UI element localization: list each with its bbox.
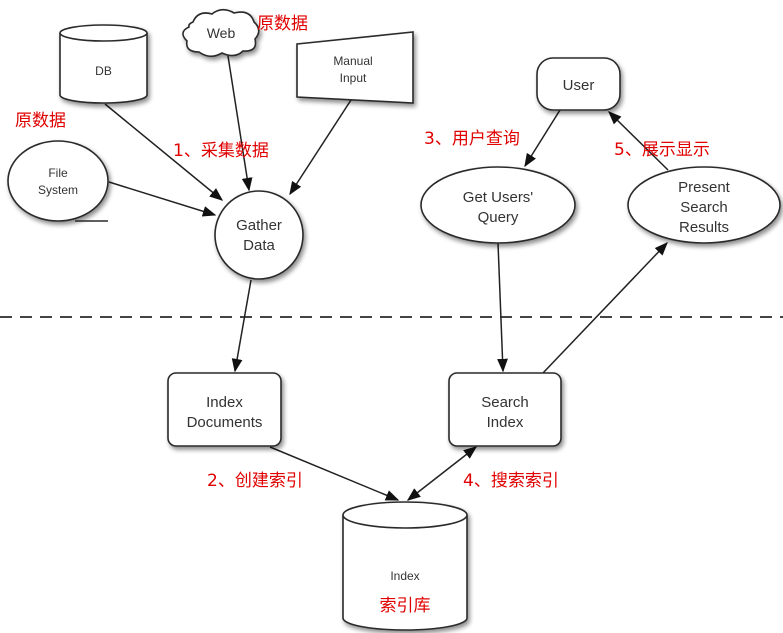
node-index-db-label: Index (390, 569, 419, 583)
edge-file-system-to-gather (108, 181, 217, 217)
node-index-db-sublabel: 索引库 (380, 596, 431, 616)
node-index-db (342, 501, 468, 631)
edge-query-to-search-index (497, 242, 508, 373)
annotation-step2: 2、创建索引 (207, 471, 303, 491)
node-present-results-line3: Results (679, 219, 729, 236)
annotation-raw-data-left: 原数据 (15, 111, 66, 131)
node-file-system-line2: System (38, 183, 78, 197)
edge-index-documents-to-index (269, 446, 400, 501)
node-present-results-line1: Present (678, 179, 731, 196)
node-db-label: DB (95, 64, 112, 78)
node-file-system (7, 140, 109, 222)
node-index-documents (167, 372, 282, 447)
edge-web-to-gather (227, 55, 253, 192)
node-manual-input (296, 31, 414, 104)
node-gather-data-line1: Gather (236, 217, 282, 234)
node-user (536, 57, 621, 111)
node-gather-data (214, 190, 304, 280)
edge-search-index-index-bidirectional (406, 446, 478, 501)
edge-search-index-to-present (542, 242, 668, 374)
annotation-step3: 3、用户查询 (424, 129, 520, 149)
node-gather-data-line2: Data (243, 237, 275, 254)
edges (104, 55, 669, 501)
node-search-index-line1: Search (481, 394, 529, 411)
node-user-label: User (563, 77, 595, 94)
edge-manual-to-gather (289, 99, 352, 196)
annotation-step5: 5、展示显示 (614, 140, 710, 160)
node-index-documents-line1: Index (206, 394, 243, 411)
node-present-results-line2: Search (680, 199, 728, 216)
edge-user-to-query (524, 109, 561, 168)
node-get-users-query (420, 166, 576, 244)
node-get-users-query-line1: Get Users' (463, 189, 534, 206)
node-web (182, 8, 260, 58)
node-manual-input-line2: Input (340, 71, 367, 85)
node-manual-input-line1: Manual (333, 54, 372, 68)
edge-present-to-user (608, 111, 669, 171)
node-file-system-line1: File (48, 166, 68, 180)
node-get-users-query-line2: Query (478, 209, 519, 226)
annotation-step4: 4、搜索索引 (463, 471, 559, 491)
node-present-results (627, 166, 781, 244)
node-db (59, 24, 148, 104)
node-search-index (448, 372, 562, 447)
node-web-label: Web (207, 25, 236, 41)
annotation-raw-data-web: 原数据 (257, 14, 308, 34)
edge-gather-to-index-documents (231, 279, 252, 373)
annotation-step1: 1、采集数据 (173, 141, 269, 161)
node-index-documents-line2: Documents (187, 414, 263, 431)
node-search-index-line2: Index (487, 414, 524, 431)
edge-db-to-gather (104, 103, 224, 201)
